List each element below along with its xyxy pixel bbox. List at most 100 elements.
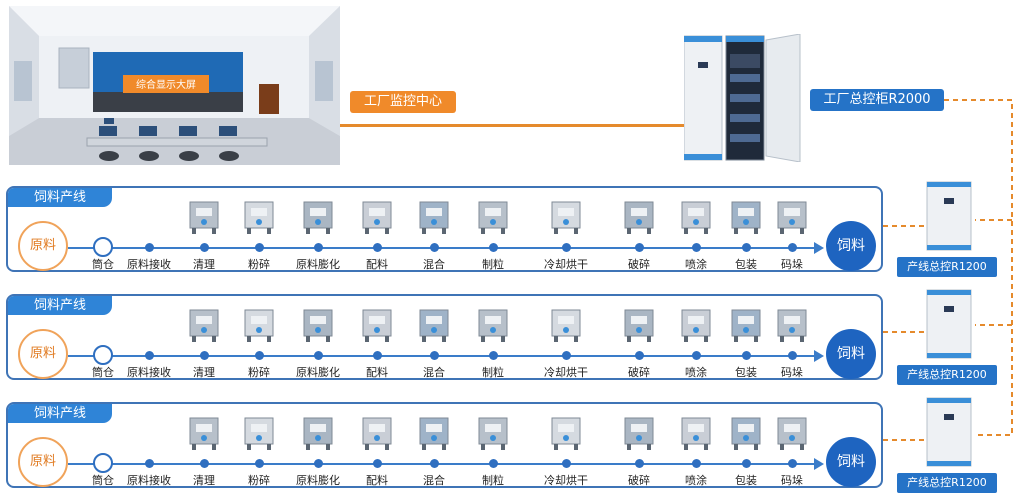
process-step-label: 原料膨化 [296,258,340,271]
process-step-label: 配料 [366,258,388,271]
process-step-label: 清理 [193,366,215,379]
process-step-label: 喷涂 [685,258,707,271]
process-step-node [741,459,751,468]
process-step-node [254,243,264,252]
process-machine-icon [617,412,661,456]
main-control-cabinet-icon [684,34,801,162]
process-step-label: 原料接收 [127,258,171,271]
process-step-label: 粉碎 [248,366,270,379]
process-step-node [313,351,323,360]
process-step-label: 冷却烘干 [544,258,588,271]
line-control-cabinet-icon [925,180,973,252]
flow-arrow-icon [814,458,824,470]
process-step-node [787,351,797,360]
process-step-node [488,243,498,252]
process-machine-icon [412,304,456,348]
process-step-node [372,351,382,360]
process-step-label: 冷却烘干 [544,366,588,379]
flow-arrow-icon [814,350,824,362]
process-step-node [561,243,571,252]
process-machine-icon [237,196,281,240]
process-step-node [429,243,439,252]
process-machine-icon [724,304,768,348]
feed-product-node: 饲料 [826,221,876,271]
feed-product-node: 饲料 [826,437,876,487]
process-step-node [787,243,797,252]
process-step-label: 原料接收 [127,366,171,379]
process-machine-icon [770,196,814,240]
process-step-label: 破碎 [628,366,650,379]
process-step-label: 破碎 [628,474,650,487]
line-title: 饲料产线 [8,404,112,423]
process-machine-icon [355,412,399,456]
process-step-label: 原料膨化 [296,474,340,487]
flow-line [68,463,818,465]
process-step-node [691,351,701,360]
process-machine-icon [471,304,515,348]
process-step-node [93,237,113,257]
raw-material-node: 原料 [18,221,68,271]
process-step-label: 混合 [423,366,445,379]
process-step-label: 喷涂 [685,474,707,487]
process-step-node [488,459,498,468]
process-machine-icon [355,196,399,240]
process-step-label: 制粒 [482,366,504,379]
line-cabinet-label: 产线总控R1200 [897,473,997,493]
raw-material-node: 原料 [18,329,68,379]
process-step-label: 混合 [423,474,445,487]
process-machine-icon [471,412,515,456]
process-step-node [561,459,571,468]
process-step-label: 破碎 [628,258,650,271]
process-machine-icon [412,196,456,240]
production-line-panel: 饲料产线原料饲料筒仓原料接收清理粉碎原料膨化配料混合制粒冷却烘干破碎喷涂包装码垛 [6,186,883,272]
process-machine-icon [544,412,588,456]
process-step-node [691,243,701,252]
process-step-node [254,351,264,360]
process-step-node [144,243,154,252]
production-line-panel: 饲料产线原料饲料筒仓原料接收清理粉碎原料膨化配料混合制粒冷却烘干破碎喷涂包装码垛 [6,294,883,380]
process-step-label: 码垛 [781,366,803,379]
process-step-label: 包装 [735,366,757,379]
process-machine-icon [182,412,226,456]
process-step-node [93,453,113,473]
process-machine-icon [724,412,768,456]
process-machine-icon [674,412,718,456]
line-control-cabinet-icon [925,396,973,468]
process-step-node [144,351,154,360]
process-step-node [372,459,382,468]
process-step-label: 混合 [423,258,445,271]
process-machine-icon [182,196,226,240]
process-machine-icon [355,304,399,348]
feed-product-node: 饲料 [826,329,876,379]
process-machine-icon [182,304,226,348]
process-step-node [634,459,644,468]
process-step-label: 制粒 [482,258,504,271]
process-step-node [634,243,644,252]
process-machine-icon [674,304,718,348]
monitoring-link-line [340,124,686,127]
process-step-node [313,459,323,468]
process-machine-icon [471,196,515,240]
line-cabinet-label: 产线总控R1200 [897,257,997,277]
process-step-node [93,345,113,365]
process-machine-icon [237,412,281,456]
process-machine-icon [770,412,814,456]
process-machine-icon [296,196,340,240]
process-machine-icon [770,304,814,348]
process-machine-icon [617,304,661,348]
process-step-node [488,351,498,360]
process-machine-icon [617,196,661,240]
process-step-label: 冷却烘干 [544,474,588,487]
process-machine-icon [237,304,281,348]
process-step-label: 原料膨化 [296,366,340,379]
process-step-node [787,459,797,468]
process-machine-icon [412,412,456,456]
line-title: 饲料产线 [8,188,112,207]
process-step-label: 码垛 [781,474,803,487]
process-step-label: 包装 [735,474,757,487]
process-step-label: 喷涂 [685,366,707,379]
process-step-node [199,459,209,468]
process-step-node [313,243,323,252]
process-step-node [144,459,154,468]
main-cabinet-label: 工厂总控柜R2000 [810,89,944,111]
